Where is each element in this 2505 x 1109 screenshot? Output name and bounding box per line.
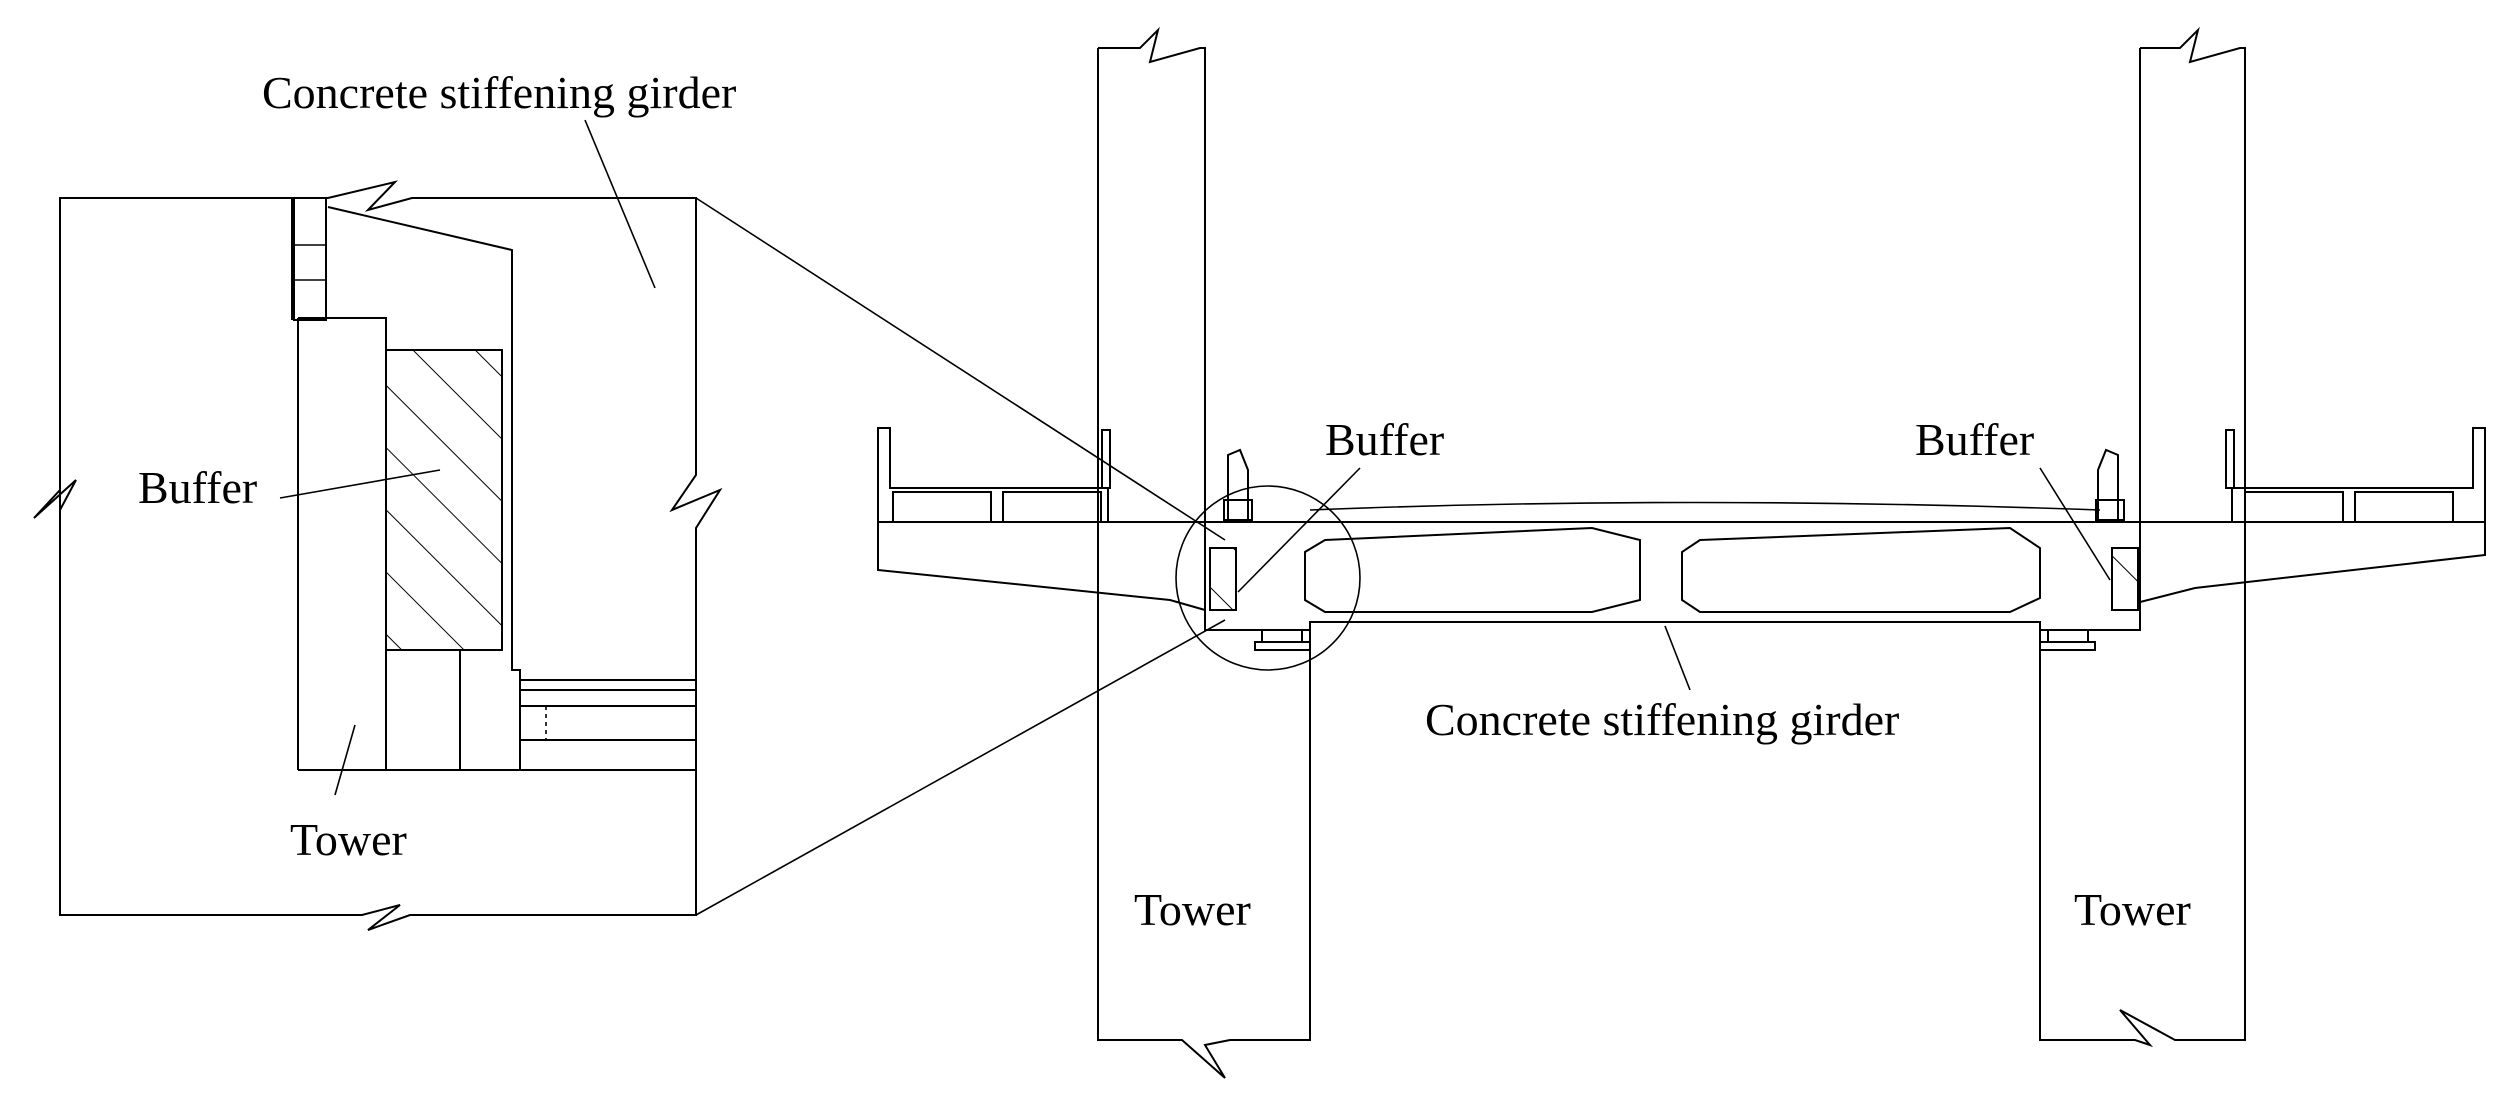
sidewalk-left-2 bbox=[1002, 491, 1102, 523]
detail-girder-leader bbox=[584, 119, 656, 289]
tower-left-label: Tower bbox=[1134, 884, 1251, 935]
zoom-line-top bbox=[695, 197, 1226, 541]
detail-girder-stub bbox=[293, 197, 327, 321]
sidewalk-left-1 bbox=[892, 491, 992, 523]
detail-girder-label: Concrete stiffening girder bbox=[262, 67, 736, 118]
bearing-left bbox=[1261, 629, 1303, 643]
zoom-circle bbox=[1175, 485, 1361, 671]
railing-right-post bbox=[2225, 429, 2235, 489]
detail-buffer-leader bbox=[279, 469, 441, 499]
tower-left bbox=[1097, 26, 1311, 1079]
lamp-right-base bbox=[2095, 499, 2125, 521]
lamp-left bbox=[1227, 448, 1249, 520]
deck-camber bbox=[1309, 501, 2101, 511]
detail-buffer-label: Buffer bbox=[138, 462, 257, 513]
lamp-left-base bbox=[1223, 499, 1253, 521]
buffer-right bbox=[2111, 547, 2139, 611]
buffer-right-label: Buffer bbox=[1915, 414, 2034, 465]
zoom-line-bottom bbox=[695, 619, 1226, 916]
main-girder-label: Concrete stiffening girder bbox=[1425, 694, 1899, 745]
railing-left-outer bbox=[877, 427, 1109, 522]
sidewalk-right-2 bbox=[2354, 491, 2454, 523]
detail-inner-lines bbox=[386, 649, 461, 770]
detail-buffer bbox=[385, 349, 503, 651]
detail-bearing-plate-1 bbox=[519, 679, 697, 707]
buffer-left-label: Buffer bbox=[1325, 414, 1444, 465]
lamp-right bbox=[2097, 448, 2119, 520]
detail-view: Concrete stiffening girder Buffer Tower bbox=[33, 67, 736, 931]
sidewalk-right-1 bbox=[2244, 491, 2344, 523]
bearing-right bbox=[2047, 629, 2089, 643]
detail-tower-leader bbox=[334, 724, 356, 796]
tower-right-label: Tower bbox=[2074, 884, 2191, 935]
box-cell-left bbox=[1304, 526, 1641, 613]
buffer-left bbox=[1209, 547, 1237, 611]
zoom-indicator bbox=[695, 197, 1361, 916]
girder-leader bbox=[1664, 625, 1691, 691]
detail-bearing-plate-3 bbox=[519, 739, 697, 771]
box-cell-right bbox=[1681, 526, 2041, 613]
bearing-right-base bbox=[2039, 641, 2096, 651]
railing-left-post bbox=[1101, 429, 1111, 489]
main-view: Buffer Buffer Concrete stiffening girder… bbox=[877, 26, 2486, 1079]
detail-tower-label: Tower bbox=[290, 814, 407, 865]
railing-right-outer bbox=[2231, 427, 2486, 522]
bearing-left-base bbox=[1254, 641, 1311, 651]
buffer-left-leader bbox=[1237, 467, 1361, 593]
buffer-right-leader bbox=[2039, 467, 2111, 581]
detail-tower-body bbox=[298, 317, 387, 770]
